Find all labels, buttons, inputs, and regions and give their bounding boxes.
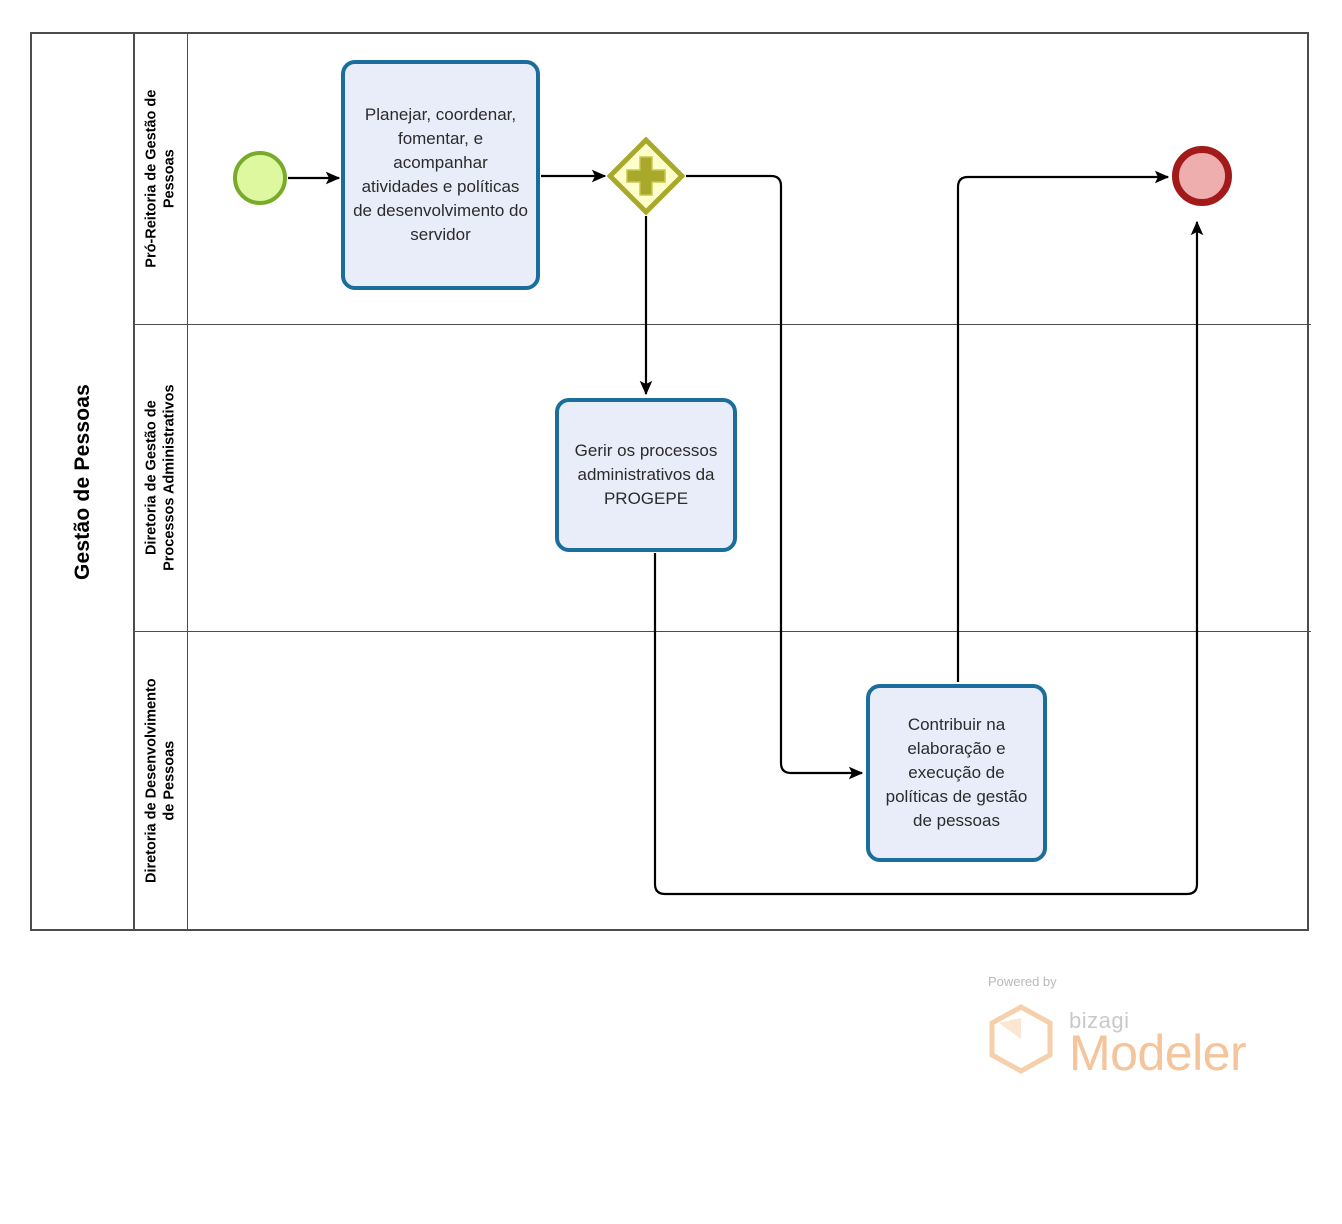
task-gerir-processos[interactable]: Gerir os processos administrativos da PR… <box>555 398 737 552</box>
parallel-gateway[interactable] <box>606 136 686 216</box>
pool-header: Gestão de Pessoas <box>32 34 135 929</box>
bizagi-hexagon-logo-icon <box>989 1004 1053 1074</box>
bizagi-watermark: Powered by bizagi Modeler <box>987 974 1247 1084</box>
task-contribuir-politicas[interactable]: Contribuir na elaboração e execução de p… <box>866 684 1047 862</box>
watermark-powered-by-label: Powered by <box>988 974 1057 989</box>
watermark-brand-label: bizagi <box>1069 1008 1130 1033</box>
task-planejar-coordenar-label: Planejar, coordenar, fomentar, e acompan… <box>353 104 528 245</box>
start-event[interactable] <box>233 151 287 205</box>
pool-title: Gestão de Pessoas <box>70 383 94 580</box>
watermark-product-label: Modeler <box>1069 1025 1247 1081</box>
task-gerir-processos-label: Gerir os processos administrativos da PR… <box>574 440 718 509</box>
lane-processos-administrativos-body <box>188 325 1311 631</box>
task-contribuir-politicas-label: Contribuir na elaboração e execução de p… <box>885 714 1028 831</box>
end-event[interactable] <box>1172 146 1232 206</box>
task-planejar-coordenar[interactable]: Planejar, coordenar, fomentar, e acompan… <box>341 60 540 290</box>
lane-desenvolvimento-body <box>188 632 1311 929</box>
plus-icon <box>626 156 666 196</box>
